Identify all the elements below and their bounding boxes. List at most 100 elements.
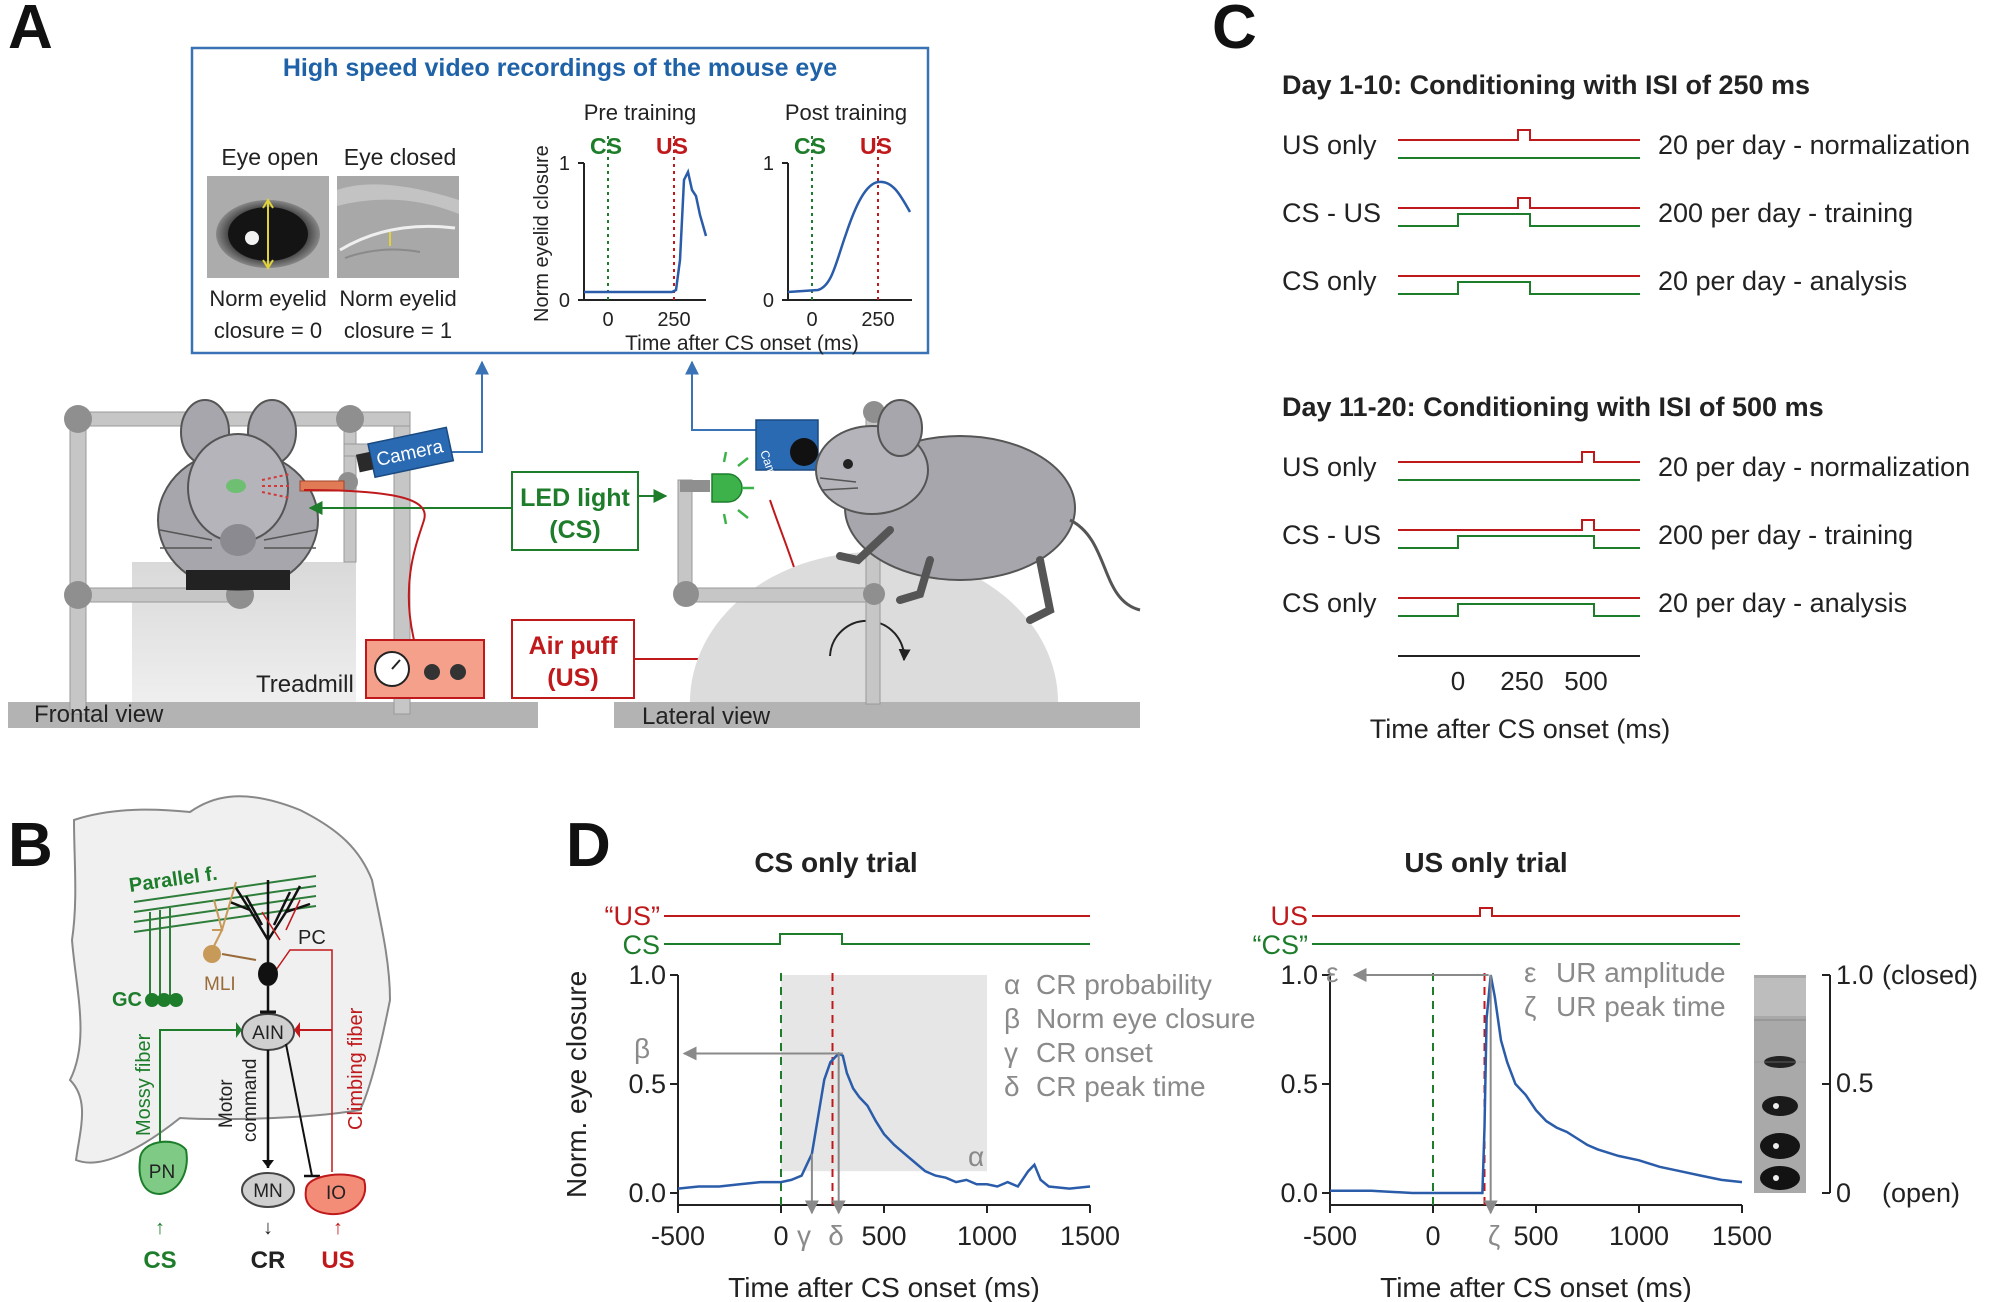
legend-text: Norm eye closure xyxy=(1036,1003,1255,1034)
protocol-row-note: 20 per day - analysis xyxy=(1658,266,1907,296)
legend-text: CR peak time xyxy=(1036,1071,1206,1102)
panel-b-letter: B xyxy=(8,811,53,880)
protocol-row-note: 20 per day - normalization xyxy=(1658,452,1970,482)
c-tick-500: 500 xyxy=(1564,666,1607,696)
treadmill-label: Treadmill xyxy=(256,671,354,698)
us-up-arrow: ↑ xyxy=(333,1217,343,1239)
norm-closed-line1: Norm eyelid xyxy=(339,286,456,311)
norm-open-line2: closure = 0 xyxy=(214,318,322,343)
cs-up-arrow: ↑ xyxy=(155,1217,165,1239)
protocol-row-label: US only xyxy=(1282,452,1377,482)
post-cs-label: CS xyxy=(794,133,826,159)
protocol-row-label: CS only xyxy=(1282,266,1377,296)
strip-top-note: (closed) xyxy=(1882,960,1978,990)
c-xlabel: Time after CS onset (ms) xyxy=(1370,714,1671,744)
x-tick-label: -500 xyxy=(1303,1221,1357,1251)
norm-open-line1: Norm eyelid xyxy=(209,286,326,311)
x-tick-label: 500 xyxy=(861,1221,906,1251)
us-trace xyxy=(1398,130,1640,140)
y-tick-label: 1.0 xyxy=(628,960,666,990)
panel-a-letter: A xyxy=(8,0,53,62)
puff-line1: Air puff xyxy=(529,632,619,660)
legend-symbol: δ xyxy=(1004,1071,1020,1102)
x-tick-label: 500 xyxy=(1513,1221,1558,1251)
legend-text: UR peak time xyxy=(1556,991,1726,1022)
x-axis-label: Time after CS onset (ms) xyxy=(728,1272,1040,1302)
y-tick-label: 0.0 xyxy=(628,1178,666,1208)
c-tick-250: 250 xyxy=(1500,666,1543,696)
x-tick-label: 0 xyxy=(773,1221,788,1251)
pre-tick-0: 0 xyxy=(559,290,570,312)
eye-open-image xyxy=(207,176,329,278)
strip-bot-note: (open) xyxy=(1882,1178,1960,1208)
us-trace xyxy=(1398,198,1640,208)
puff-line2: (US) xyxy=(547,664,598,692)
motor-command-2: command xyxy=(240,1059,261,1142)
protocol-row-note: 200 per day - training xyxy=(1658,198,1913,228)
us-trace xyxy=(1398,520,1640,530)
panel-d-letter: D xyxy=(566,811,611,880)
us-trial-us-trace xyxy=(1312,908,1740,916)
legend-symbol: α xyxy=(1004,969,1020,1000)
post-tick-x250: 250 xyxy=(861,309,894,331)
led-line1: LED light xyxy=(520,484,630,512)
c-tick-0: 0 xyxy=(1451,666,1465,696)
mini-xlabel: Time after CS onset (ms) xyxy=(625,332,859,355)
block1-title: Day 1-10: Conditioning with ISI of 250 m… xyxy=(1282,70,1810,100)
x-tick-label: 0 xyxy=(1425,1221,1440,1251)
pre-training-label: Pre training xyxy=(584,100,697,125)
motor-command-1: Motor xyxy=(216,1079,237,1128)
lateral-rig xyxy=(614,400,1140,728)
x-tick-label: 1500 xyxy=(1712,1221,1772,1251)
eye-closure-strip xyxy=(1754,975,1830,1193)
b-cs-label: CS xyxy=(143,1247,176,1274)
d-ylabel: Norm. eye closure xyxy=(561,971,592,1198)
legend-symbol: γ xyxy=(1004,1037,1018,1068)
legend-symbol: ζ xyxy=(1524,991,1536,1022)
panel-c-protocol-rows: US only 20 per day - normalization CS - US… xyxy=(1282,130,1970,618)
delta-marker: δ xyxy=(828,1220,844,1251)
alpha-marker: α xyxy=(968,1141,984,1172)
y-tick-label: 1.0 xyxy=(1280,960,1318,990)
mini-ylabel: Norm eyelid closure xyxy=(531,145,553,322)
post-tick-0: 0 xyxy=(763,290,774,312)
protocol-row-note: 20 per day - analysis xyxy=(1658,588,1907,618)
pre-us-label: US xyxy=(656,133,688,159)
pc-label: PC xyxy=(298,927,326,949)
norm-closed-line2: closure = 1 xyxy=(344,318,452,343)
x-axis-label: Time after CS onset (ms) xyxy=(1380,1272,1692,1302)
post-tick-x0: 0 xyxy=(806,309,817,331)
climbing-fiber-label: Climbing fiber xyxy=(345,1007,367,1130)
legend-symbol: ε xyxy=(1524,957,1536,988)
protocol-row-label: CS - US xyxy=(1282,198,1381,228)
us-trial-us-label: US xyxy=(1270,901,1308,931)
x-tick-label: 1000 xyxy=(957,1221,1017,1251)
cs-trace xyxy=(1398,282,1640,294)
camera-arrow-lateral xyxy=(692,362,756,430)
mli-cell xyxy=(203,945,221,963)
zeta-marker: ζ xyxy=(1488,1220,1500,1251)
mossy-fiber-label: Mossy fiber xyxy=(133,1033,155,1136)
y-tick-label: 0.0 xyxy=(1280,1178,1318,1208)
strip-bot-value: 0 xyxy=(1836,1178,1851,1208)
block2-title: Day 11-20: Conditioning with ISI of 500 … xyxy=(1282,392,1824,422)
cr-window-shade xyxy=(781,975,987,1171)
cs-trial-title: CS only trial xyxy=(754,847,917,878)
x-tick-label: 1000 xyxy=(1609,1221,1669,1251)
legend-text: CR onset xyxy=(1036,1037,1153,1068)
post-us-label: US xyxy=(860,133,892,159)
post-tick-1: 1 xyxy=(763,153,774,175)
pre-cs-label: CS xyxy=(590,133,622,159)
cs-trial-cs-label: CS xyxy=(622,930,660,960)
b-us-label: US xyxy=(321,1247,354,1274)
beta-marker: β xyxy=(634,1033,650,1064)
gc-cell xyxy=(145,993,159,1007)
us-trial-title: US only trial xyxy=(1404,847,1567,878)
cs-trace xyxy=(1398,214,1640,226)
protocol-row-note: 200 per day - training xyxy=(1658,520,1913,550)
b-cr-label: CR xyxy=(251,1247,286,1274)
pre-tick-1: 1 xyxy=(559,153,570,175)
